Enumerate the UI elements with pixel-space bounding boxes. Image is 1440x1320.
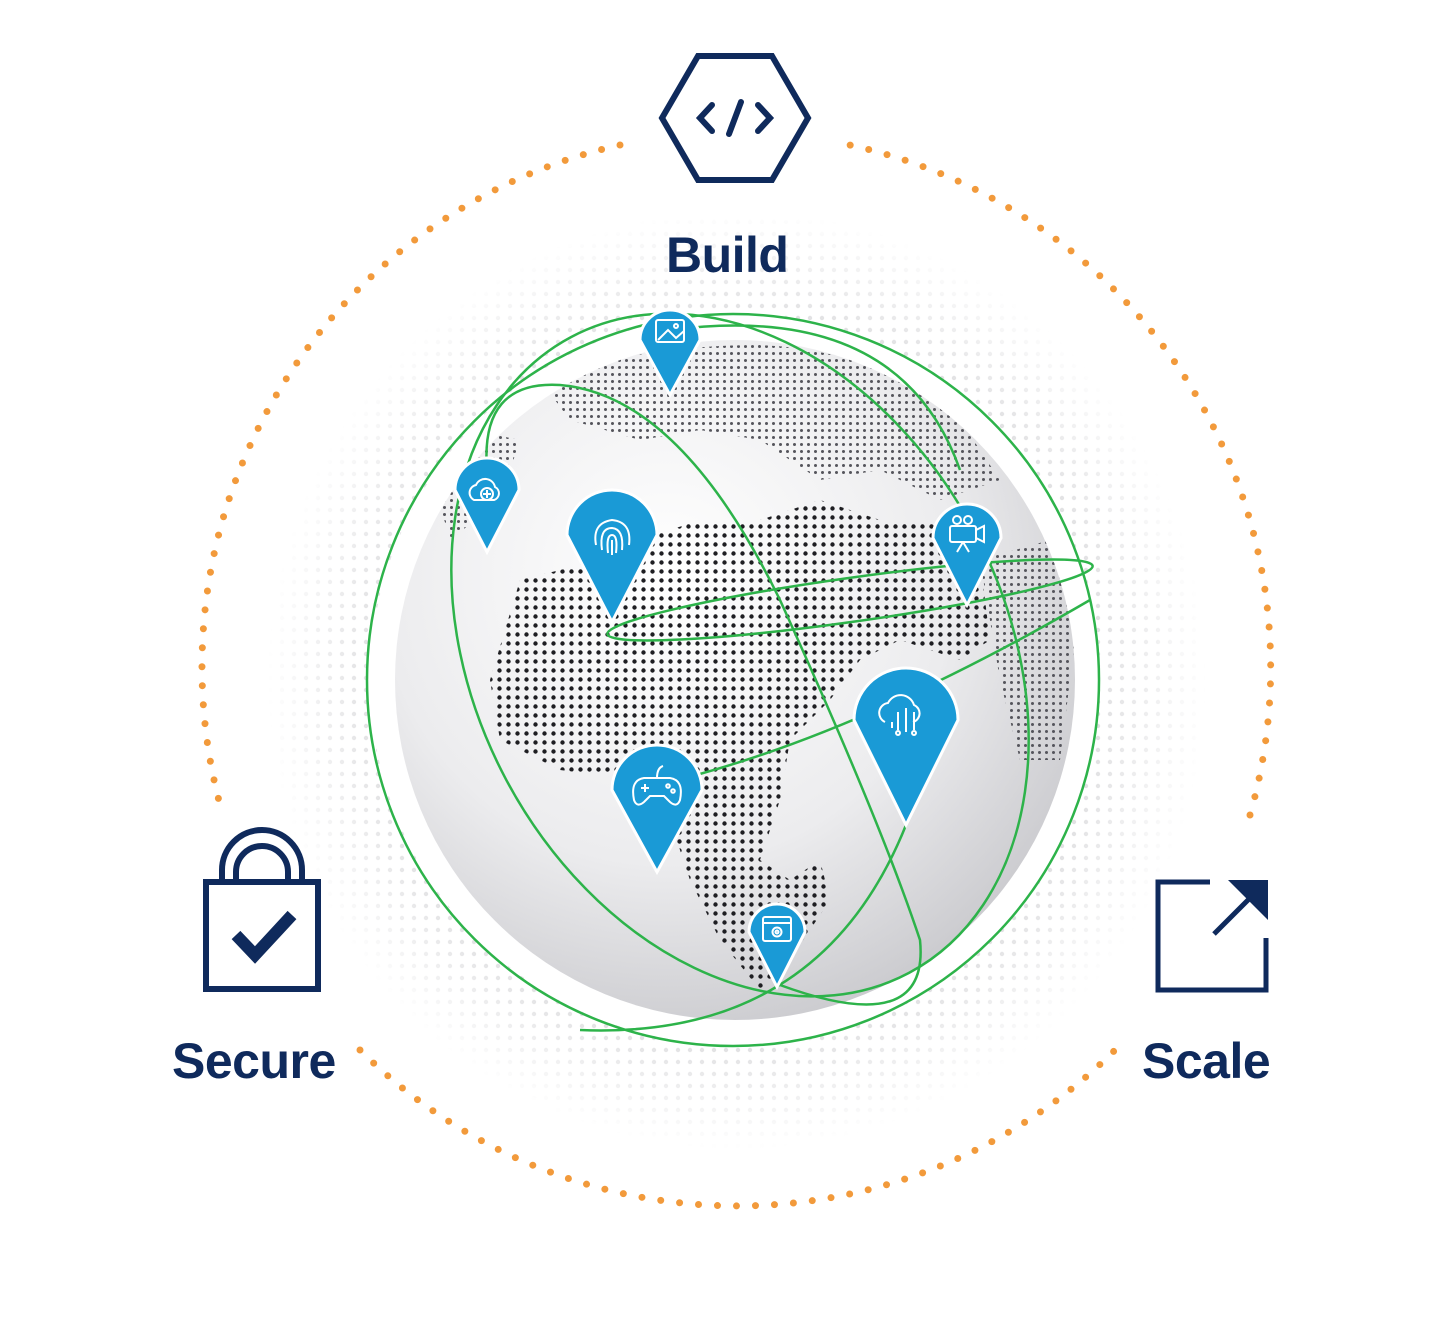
orange-dotted-ring (198, 139, 1275, 1210)
connection-orbits (365, 312, 1101, 1048)
settings-window-icon (762, 916, 792, 942)
pin-cloud-plus (453, 456, 521, 556)
cloud-plus-icon (468, 477, 500, 501)
scale-label: Scale (1142, 1033, 1271, 1089)
cloud-ai-icon (878, 694, 921, 736)
gamepad-icon (632, 765, 682, 806)
pin-image (638, 308, 702, 399)
continents-far (430, 345, 1075, 760)
pin-cloud-ai (852, 666, 960, 829)
image-icon (655, 319, 685, 343)
video-camera-icon (949, 515, 985, 553)
code-hexagon-icon (658, 53, 812, 183)
pin-settings-window (747, 902, 807, 991)
build-label: Build (666, 227, 789, 283)
lock-check-icon (203, 827, 321, 992)
pin-video-camera (931, 502, 1003, 609)
continents-near (490, 500, 990, 990)
globe (395, 340, 1075, 1020)
fingerprint-icon (594, 518, 631, 555)
secure-label: Secure (172, 1033, 336, 1089)
pin-fingerprint (565, 488, 659, 626)
expand-arrow-icon (1155, 879, 1269, 993)
pin-gamepad (610, 743, 704, 876)
